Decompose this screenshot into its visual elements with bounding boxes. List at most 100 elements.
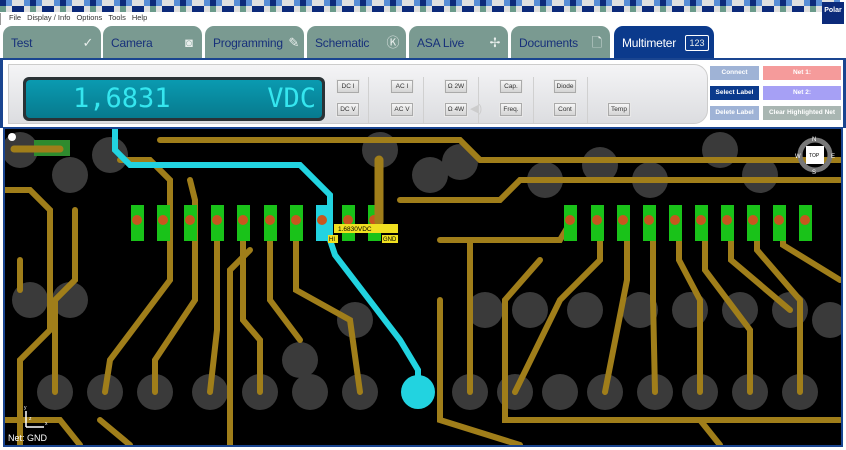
- axis-y-label: y: [24, 405, 27, 411]
- via-pad: [742, 157, 778, 193]
- collapse-icon[interactable]: [8, 133, 16, 141]
- tab-asa-live[interactable]: ASA Live✢: [409, 26, 508, 59]
- trace: [293, 220, 363, 395]
- diode-button[interactable]: Diode: [554, 80, 576, 93]
- meter-unit: VDC: [267, 83, 316, 114]
- tab-programming[interactable]: Programming✎: [205, 26, 304, 59]
- compass-top: TOP: [809, 153, 820, 159]
- net1-field[interactable]: Net 1:: [763, 66, 841, 80]
- probe-label-box: [334, 224, 398, 233]
- via-pad: [467, 292, 503, 328]
- multimeter-panel: 1,6831 VDC DC I DC V AC I AC V Ω 2W Ω 4W…: [0, 60, 846, 128]
- pad-hole: [722, 215, 732, 225]
- dc-voltage-button[interactable]: DC V: [337, 103, 359, 116]
- tab-test[interactable]: Test✓: [3, 26, 101, 59]
- trace: [512, 220, 603, 395]
- ac-current-button[interactable]: AC I: [391, 80, 413, 93]
- check-circle-icon: ✓: [82, 34, 94, 50]
- pad-hole: [774, 215, 784, 225]
- highlighted-net-trace: [112, 129, 421, 392]
- trace: [437, 220, 573, 243]
- capacitance-button[interactable]: Cap.: [500, 80, 522, 93]
- menu-options[interactable]: Options: [76, 13, 103, 22]
- tab-label: Documents: [519, 35, 578, 50]
- axis-x-label: x: [45, 421, 48, 427]
- trace: [207, 220, 220, 395]
- probe-label: 1.6830VDC: [338, 226, 372, 233]
- compass-s: S: [812, 170, 816, 176]
- trace: [502, 257, 723, 448]
- dc-current-button[interactable]: DC I: [337, 80, 359, 93]
- via-pad: [622, 292, 658, 328]
- trace: [52, 207, 78, 395]
- tab-camera[interactable]: Camera◙: [103, 26, 202, 59]
- net2-field[interactable]: Net 2:: [763, 86, 841, 100]
- menu-bar: File Display / Info Options Tools Help: [0, 13, 153, 25]
- tab-label: Multimeter: [622, 35, 677, 50]
- ac-voltage-button[interactable]: AC V: [391, 103, 413, 116]
- pad-hole: [158, 215, 168, 225]
- pad-hole: [212, 215, 222, 225]
- menu-file[interactable]: File: [9, 13, 22, 22]
- clear-highlighted-net-button[interactable]: Clear Highlighted Net: [763, 106, 841, 120]
- continuity-button[interactable]: Cont: [554, 103, 576, 116]
- meter-controls: 1,6831 VDC DC I DC V AC I AC V Ω 2W Ω 4W…: [8, 64, 708, 124]
- probe-pad: [401, 375, 435, 409]
- pad-hole: [265, 215, 275, 225]
- component-pads: [131, 155, 812, 241]
- pad-hole: [748, 215, 758, 225]
- trace: [97, 417, 133, 448]
- camera-icon: ◙: [185, 34, 193, 50]
- tab-documents[interactable]: Documents 🗋: [511, 26, 610, 59]
- pad-hole: [291, 215, 301, 225]
- select-label-button[interactable]: Select Label: [710, 86, 759, 100]
- via-pad: [542, 374, 578, 410]
- trace: [397, 177, 843, 203]
- pad-hole: [185, 215, 195, 225]
- pad-hole: [132, 215, 142, 225]
- compass-w: W: [795, 154, 801, 160]
- pcb-view[interactable]: 1.6830VDC HI GND TOP N S W E y x z Net: …: [2, 127, 846, 448]
- connect-button[interactable]: Connect: [710, 66, 759, 80]
- menu-tools[interactable]: Tools: [108, 13, 126, 22]
- ohm-4w-button[interactable]: Ω 4W: [445, 103, 467, 116]
- trace: [2, 417, 83, 448]
- compass-n: N: [812, 137, 816, 143]
- speaker-icon: ◀): [470, 103, 483, 115]
- meter-value: 1,6831: [73, 83, 171, 114]
- gnd-label: GND: [383, 237, 397, 243]
- trace: [152, 177, 198, 395]
- tab-label: Schematic: [315, 35, 370, 50]
- via-pad: [567, 292, 603, 328]
- frequency-button[interactable]: Freq.: [500, 103, 522, 116]
- trace: [676, 220, 703, 395]
- compass[interactable]: TOP N S W E: [795, 137, 835, 176]
- via-pad: [282, 342, 318, 378]
- via-pad: [412, 157, 448, 193]
- delete-label-button[interactable]: Delete Label: [710, 106, 759, 120]
- document-icon: 🗋: [591, 34, 603, 50]
- ohm-2w-button[interactable]: Ω 2W: [445, 80, 467, 93]
- pad-hole: [343, 215, 353, 225]
- pad-hole: [696, 215, 706, 225]
- pad-hole: [317, 215, 327, 225]
- pad-hole: [618, 215, 628, 225]
- tab-label: ASA Live: [417, 35, 465, 50]
- temperature-button[interactable]: Temp: [608, 103, 630, 116]
- trace: [650, 220, 658, 395]
- pad-hole: [644, 215, 654, 225]
- menu-display-info[interactable]: Display / Info: [27, 13, 71, 22]
- polar-logo: Polar: [822, 2, 844, 24]
- via-pads: [2, 132, 846, 410]
- net-status: Net: GND: [8, 433, 48, 443]
- via-pad: [292, 374, 328, 410]
- header-pattern: [0, 0, 840, 12]
- tab-label: Programming: [213, 35, 283, 50]
- trace: [227, 247, 253, 448]
- pad-hole: [800, 215, 810, 225]
- menu-help[interactable]: Help: [131, 13, 148, 22]
- via-pad: [582, 147, 618, 183]
- pad-hole: [592, 215, 602, 225]
